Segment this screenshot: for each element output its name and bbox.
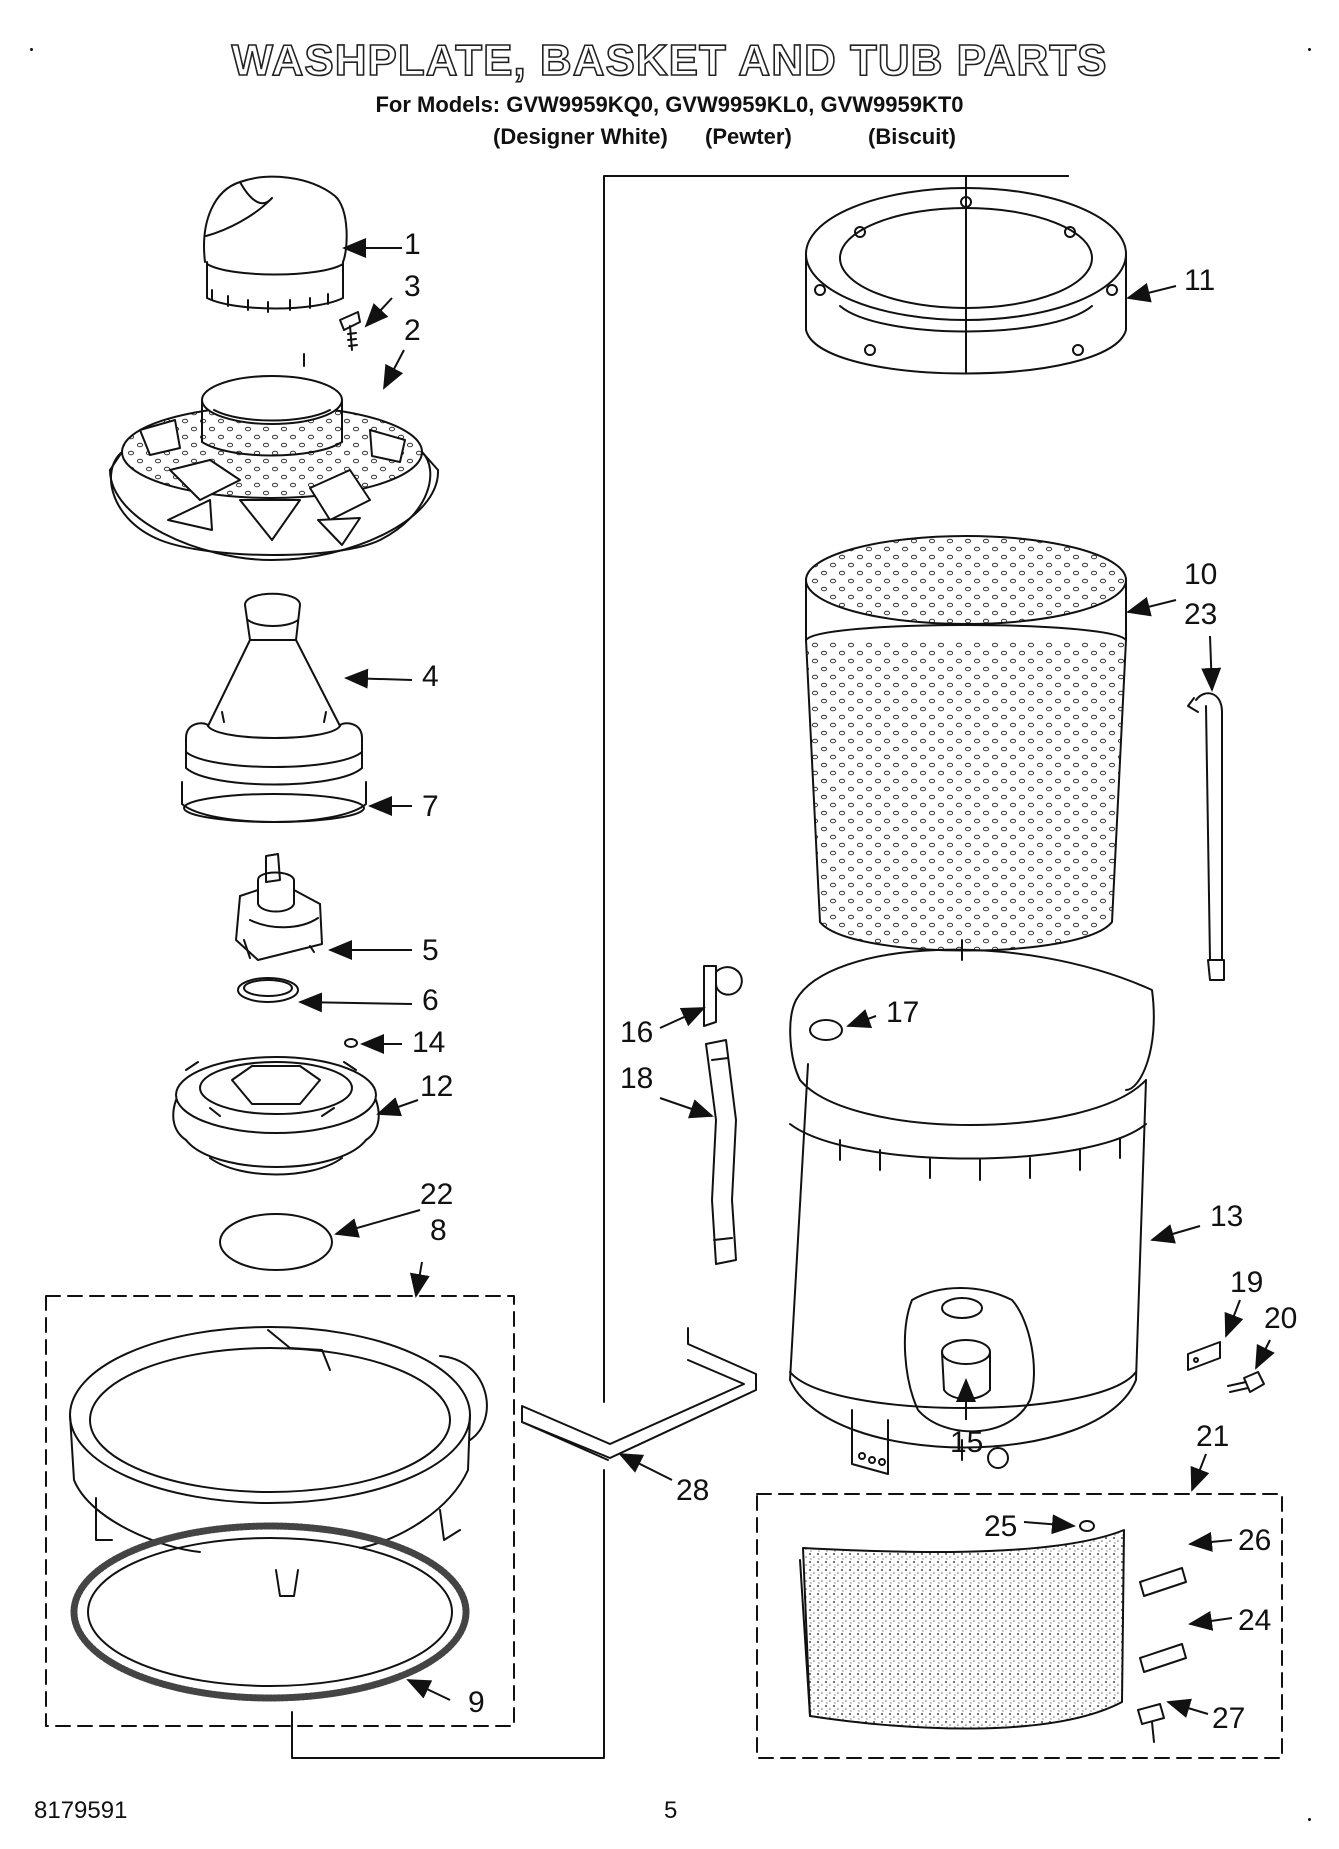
callout-10: 10 [1184,558,1217,591]
models-line: For Models: GVW9959KQ0, GVW9959KL0, GVW9… [375,92,964,117]
bolt-part [1227,1371,1265,1393]
tub-seal-part [70,1522,470,1702]
callout-4: 4 [422,660,439,693]
registration-mark [1308,48,1311,51]
callout-11: 11 [1184,264,1215,297]
callout-23: 23 [1184,598,1217,631]
callout-24: 24 [1238,1604,1271,1637]
variant-biscuit: (Biscuit) [868,124,956,149]
callout-9: 9 [468,1686,485,1719]
callout-20: 20 [1264,1302,1297,1335]
callout-3: 3 [404,270,421,303]
callout-21: 21 [1196,1420,1229,1453]
part-number: 8179591 [34,1797,128,1824]
callout-6: 6 [422,984,439,1017]
variant-pewter: (Pewter) [705,124,792,149]
callout-1: 1 [404,228,421,261]
bracket-part [521,1327,757,1461]
disc-part [219,1213,333,1271]
strap-part [705,1039,737,1265]
shield-plate-part [1187,1341,1221,1371]
callout-16: 16 [620,1016,653,1049]
callout-7: 7 [422,790,439,823]
callout-28: 28 [676,1474,709,1507]
page-number: 5 [664,1797,678,1824]
clip-plate-part [1139,1567,1187,1597]
gearcase-part [172,1056,380,1176]
callout-27: 27 [1212,1702,1245,1735]
hose-part [1187,692,1225,981]
callout-12: 12 [420,1070,453,1103]
registration-mark [1308,1818,1311,1821]
tub-ring-part [69,1326,488,1597]
callout-15: 15 [950,1426,983,1459]
kit-box-8 [45,1295,515,1727]
callout-22: 22 [420,1178,453,1211]
page-title: WASHPLATE, BASKET AND TUB PARTS [231,35,1108,86]
callout-17: 17 [886,996,919,1029]
callout-26: 26 [1238,1524,1271,1557]
clip-part [703,965,743,1027]
callout-25: 25 [984,1510,1017,1543]
clip-plate-part [1139,1643,1187,1673]
callout-18: 18 [620,1062,653,1095]
agitator-cone-part [185,592,363,786]
basket-part [805,535,1127,952]
seal-part [344,1038,358,1048]
callout-14: 14 [412,1026,445,1059]
screw-part [1137,1703,1165,1743]
drive-block-part [235,853,323,961]
outer-tub-part [789,939,1155,1475]
callout-13: 13 [1210,1200,1243,1233]
callout-2: 2 [404,314,421,347]
retaining-ring-part [237,977,299,1003]
callout-19: 19 [1230,1266,1263,1299]
callout-5: 5 [422,934,439,967]
washplate-part [109,375,440,561]
callout-8: 8 [430,1214,447,1247]
agitator-cap-part [203,175,348,313]
nut-part [1079,1520,1095,1532]
pad-part [799,1529,1125,1730]
screw-part [339,311,361,351]
variant-designer-white: (Designer White) [493,124,668,149]
agitator-base-part [181,781,367,823]
registration-mark [30,48,33,51]
